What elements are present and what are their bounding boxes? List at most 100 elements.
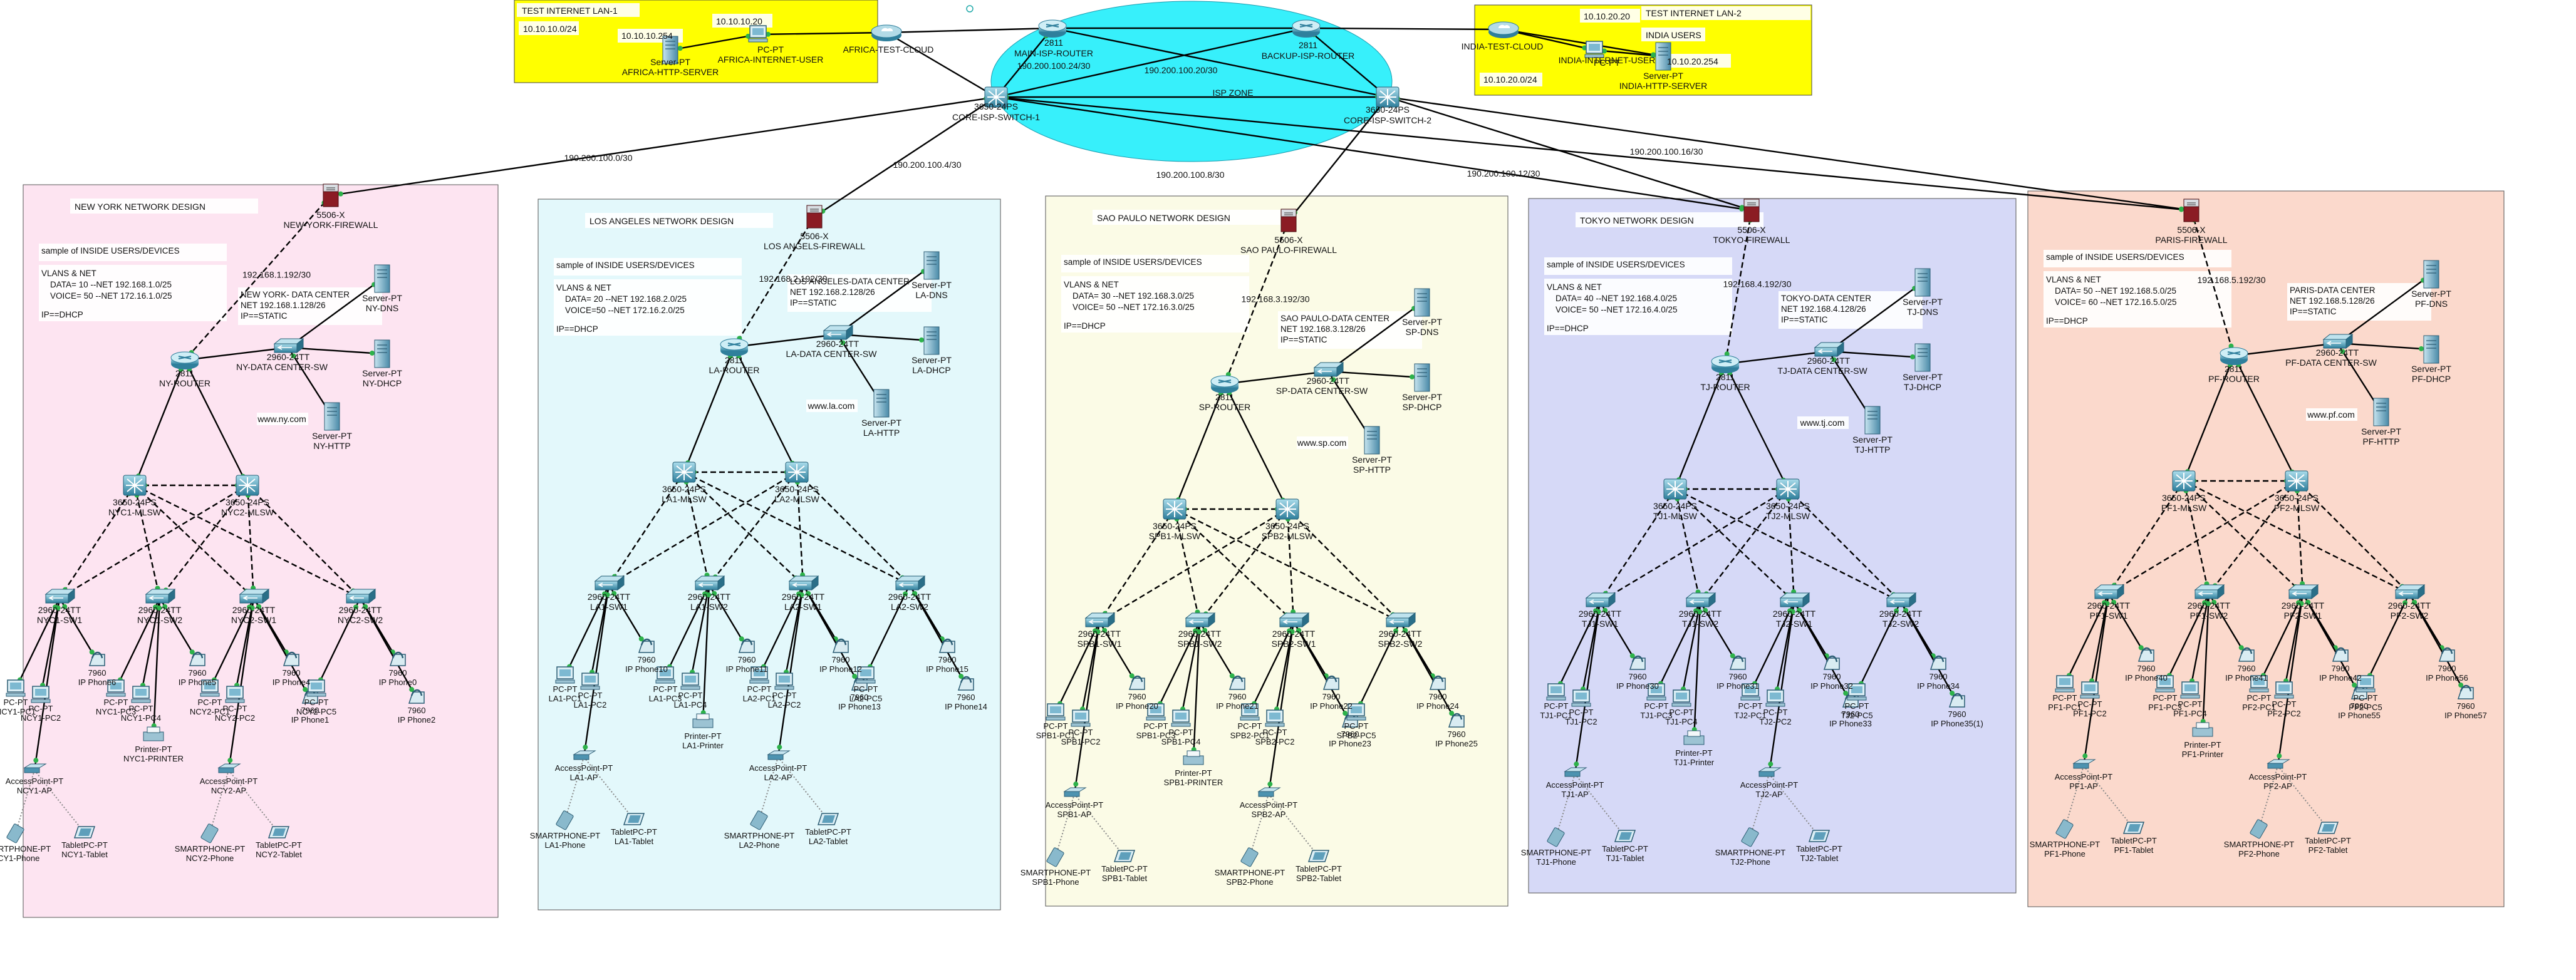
pc-0-0-pc-icon[interactable]: [6, 679, 26, 697]
phone-0-0-ip-phone-icon[interactable]: [88, 651, 105, 666]
ap-4-1-access-point-icon[interactable]: [2267, 759, 2290, 769]
access-1-2-switch-icon[interactable]: [788, 575, 819, 591]
phone-2-0-ip-phone-icon[interactable]: [1128, 675, 1145, 690]
site1-router-icon[interactable]: [720, 338, 749, 356]
tablet-0-0-tablet-icon[interactable]: [73, 826, 96, 838]
site3-router-icon[interactable]: [1711, 355, 1740, 373]
pc-3-0-pc-icon[interactable]: [1546, 683, 1566, 701]
pc-2-0-pc-icon[interactable]: [1046, 703, 1066, 721]
mls-b-3-multilayer-switch-icon[interactable]: [1776, 478, 1800, 500]
ap-1-1-access-point-icon[interactable]: [767, 750, 791, 760]
phone-0-2-ip-phone-icon[interactable]: [283, 651, 299, 666]
india-http-server-icon[interactable]: [1655, 42, 1671, 71]
phone-0-4-ip-phone-icon[interactable]: [389, 651, 406, 666]
phone-2-4-ip-phone-icon[interactable]: [1429, 675, 1446, 690]
dns-0-server-icon[interactable]: [374, 264, 390, 293]
http-3-server-icon[interactable]: [1864, 406, 1881, 435]
mls-a-3-multilayer-switch-icon[interactable]: [1663, 478, 1687, 500]
pc-0-4-pc-icon[interactable]: [200, 679, 220, 697]
dns-1-server-icon[interactable]: [923, 251, 940, 280]
main-isp-router-icon[interactable]: [1038, 19, 1067, 38]
http-1-server-icon[interactable]: [873, 389, 890, 418]
pc-0-6-pc-icon[interactable]: [306, 679, 326, 697]
ap-3-0-access-point-icon[interactable]: [1564, 767, 1587, 777]
mls-b-1-multilayer-switch-icon[interactable]: [785, 462, 809, 483]
tablet-2-1-tablet-icon[interactable]: [1307, 850, 1330, 862]
mls-a-0-multilayer-switch-icon[interactable]: [123, 475, 147, 496]
ap-1-0-access-point-icon[interactable]: [573, 750, 596, 760]
phone-0-1-ip-phone-icon[interactable]: [189, 651, 205, 666]
phone-2-2-ip-phone-icon[interactable]: [1322, 675, 1339, 690]
phone-2-1-ip-phone-icon[interactable]: [1228, 675, 1245, 690]
site2-firewall-icon[interactable]: [1280, 209, 1297, 232]
access-2-0-switch-icon[interactable]: [1084, 612, 1116, 628]
phone-1-0-ip-phone-icon[interactable]: [638, 638, 655, 653]
phone-0-5-ip-phone-icon[interactable]: [408, 689, 425, 704]
site0-router-icon[interactable]: [170, 351, 199, 369]
pc-4-0-pc-icon[interactable]: [2055, 675, 2075, 693]
phone-1-4-ip-phone-icon[interactable]: [938, 638, 955, 653]
africa-http-server-icon[interactable]: [662, 36, 678, 64]
tablet-1-0-tablet-icon[interactable]: [623, 813, 645, 825]
tablet-4-0-tablet-icon[interactable]: [2122, 822, 2145, 834]
ap-2-0-access-point-icon[interactable]: [1063, 787, 1087, 797]
smart-4-1-smartphone-icon[interactable]: [2250, 819, 2268, 839]
access-3-0-switch-icon[interactable]: [1585, 592, 1616, 608]
pc-4-3-pc-icon[interactable]: [2180, 681, 2200, 699]
dns-2-server-icon[interactable]: [1414, 288, 1430, 317]
access-2-3-switch-icon[interactable]: [1385, 612, 1416, 628]
printer-1-printer-icon[interactable]: [692, 713, 714, 728]
pc-4-5-pc-icon[interactable]: [2274, 681, 2294, 699]
dns-4-server-icon[interactable]: [2423, 260, 2439, 289]
phone-3-5-ip-phone-icon[interactable]: [1948, 693, 1965, 708]
phone-4-0-ip-phone-icon[interactable]: [2137, 647, 2154, 662]
access-0-2-switch-icon[interactable]: [239, 588, 270, 604]
site0-firewall-icon[interactable]: [323, 183, 339, 207]
http-0-server-icon[interactable]: [324, 402, 340, 431]
pc-4-4-pc-icon[interactable]: [2249, 675, 2269, 693]
pc-1-1-pc-icon[interactable]: [580, 673, 600, 690]
phone-3-2-ip-phone-icon[interactable]: [1823, 655, 1840, 670]
access-1-1-switch-icon[interactable]: [694, 575, 725, 591]
tablet-3-1-tablet-icon[interactable]: [1808, 830, 1831, 842]
dc-3-switch-icon[interactable]: [1814, 341, 1845, 358]
smart-3-1-smartphone-icon[interactable]: [1741, 827, 1759, 847]
pc-1-5-pc-icon[interactable]: [774, 673, 794, 690]
dc-2-switch-icon[interactable]: [1313, 361, 1344, 378]
dhcp-1-server-icon[interactable]: [923, 326, 940, 355]
access-4-2-switch-icon[interactable]: [2288, 584, 2319, 600]
phone-3-1-ip-phone-icon[interactable]: [1729, 655, 1746, 670]
site1-firewall-icon[interactable]: [806, 205, 823, 229]
india-user-pc-icon[interactable]: [1584, 41, 1604, 58]
tablet-1-1-tablet-icon[interactable]: [817, 813, 839, 825]
mls-b-4-multilayer-switch-icon[interactable]: [2285, 470, 2309, 492]
dc-4-switch-icon[interactable]: [2322, 333, 2354, 349]
access-4-3-switch-icon[interactable]: [2394, 584, 2426, 600]
smart-1-0-smartphone-icon[interactable]: [556, 810, 574, 830]
access-2-2-switch-icon[interactable]: [1279, 612, 1310, 628]
mls-a-2-multilayer-switch-icon[interactable]: [1163, 498, 1187, 520]
pc-3-3-pc-icon[interactable]: [1671, 689, 1691, 707]
pc-0-3-pc-icon[interactable]: [131, 686, 151, 703]
smart-4-0-smartphone-icon[interactable]: [2055, 819, 2074, 839]
access-0-0-switch-icon[interactable]: [44, 588, 76, 604]
backup-isp-router-icon[interactable]: [1292, 19, 1321, 38]
mls-a-1-multilayer-switch-icon[interactable]: [672, 462, 696, 483]
dc-0-switch-icon[interactable]: [273, 338, 304, 354]
pc-4-1-pc-icon[interactable]: [2080, 681, 2100, 699]
pc-3-4-pc-icon[interactable]: [1740, 683, 1760, 701]
dc-1-switch-icon[interactable]: [823, 324, 854, 341]
site4-firewall-icon[interactable]: [2183, 199, 2199, 222]
pc-1-0-pc-icon[interactable]: [555, 666, 575, 684]
ap-3-1-access-point-icon[interactable]: [1758, 767, 1782, 777]
access-0-3-switch-icon[interactable]: [345, 588, 377, 604]
africa-user-pc-icon[interactable]: [748, 25, 768, 43]
pc-0-1-pc-icon[interactable]: [31, 686, 51, 703]
access-3-2-switch-icon[interactable]: [1779, 592, 1810, 608]
access-3-3-switch-icon[interactable]: [1886, 592, 1917, 608]
pc-2-3-pc-icon[interactable]: [1171, 709, 1191, 727]
tablet-2-0-tablet-icon[interactable]: [1113, 850, 1136, 862]
access-1-3-switch-icon[interactable]: [895, 575, 926, 591]
smart-3-0-smartphone-icon[interactable]: [1547, 827, 1565, 847]
pc-1-4-pc-icon[interactable]: [749, 666, 769, 684]
